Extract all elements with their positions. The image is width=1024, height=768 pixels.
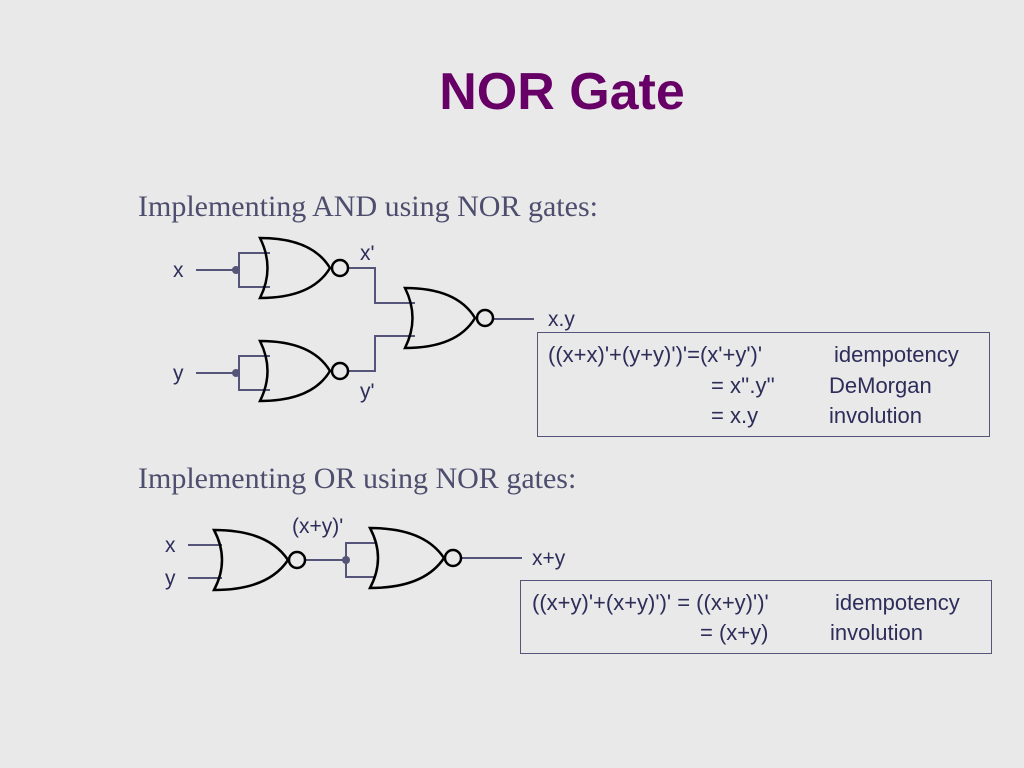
or-eq-2-rule: involution [830, 620, 923, 645]
and-nor-gate-3 [402, 286, 477, 350]
or-nor-gate-2-bubble [443, 548, 463, 568]
or-mid-branch-wires [345, 542, 375, 578]
and-x-junction-dot [232, 266, 240, 274]
or-eq-1-rule: idempotency [835, 590, 960, 615]
and-xcomp-wire [349, 267, 415, 304]
or-mid-junction-dot [342, 556, 350, 564]
and-circuit [196, 252, 534, 391]
or-y-label: y [165, 567, 176, 590]
and-ycomp-wire [349, 335, 415, 372]
and-ycomp-label: y' [360, 380, 375, 403]
or-eq-2-expr: = (x+y) [700, 620, 769, 645]
and-eq-2-rule: DeMorgan [829, 373, 932, 398]
and-eq-1-expr: ((x+x)'+(y+y)')'=(x'+y')' [548, 342, 763, 367]
and-eq-3-expr: = x.y [711, 403, 759, 428]
or-output-label: x+y [532, 547, 566, 570]
or-mid-label: (x+y)' [292, 515, 343, 538]
and-nor-gate-2-bubble [330, 361, 350, 381]
and-eq-3-rule: involution [829, 403, 922, 428]
and-nor-gate-1-bubble [330, 258, 350, 278]
or-nor-gate-1-bubble [287, 550, 307, 570]
page-title: NOR Gate [439, 63, 685, 121]
or-nor-gate-1 [211, 528, 290, 592]
or-section-heading: Implementing OR using NOR gates: [138, 462, 577, 495]
and-eq-2-expr: = x''.y'' [711, 373, 775, 398]
and-output-label: x.y [548, 308, 575, 331]
or-equations-box [520, 580, 992, 654]
and-nor-gate-3-bubble [475, 308, 495, 328]
or-nor-gate-2 [367, 526, 446, 590]
and-nor-gate-2 [257, 339, 332, 403]
or-eq-1-expr: ((x+y)'+(x+y)')' = ((x+y)')' [532, 590, 769, 615]
and-x-label: x [173, 259, 184, 282]
or-x-label: x [165, 534, 176, 557]
and-equations-box [537, 332, 990, 437]
and-y-junction-dot [232, 369, 240, 377]
or-circuit [188, 542, 522, 579]
and-xcomp-label: x' [360, 242, 375, 265]
and-nor-gate-1 [257, 236, 332, 300]
and-y-label: y [173, 362, 184, 385]
and-eq-1-rule: idempotency [834, 342, 959, 367]
and-section-heading: Implementing AND using NOR gates: [138, 190, 598, 223]
